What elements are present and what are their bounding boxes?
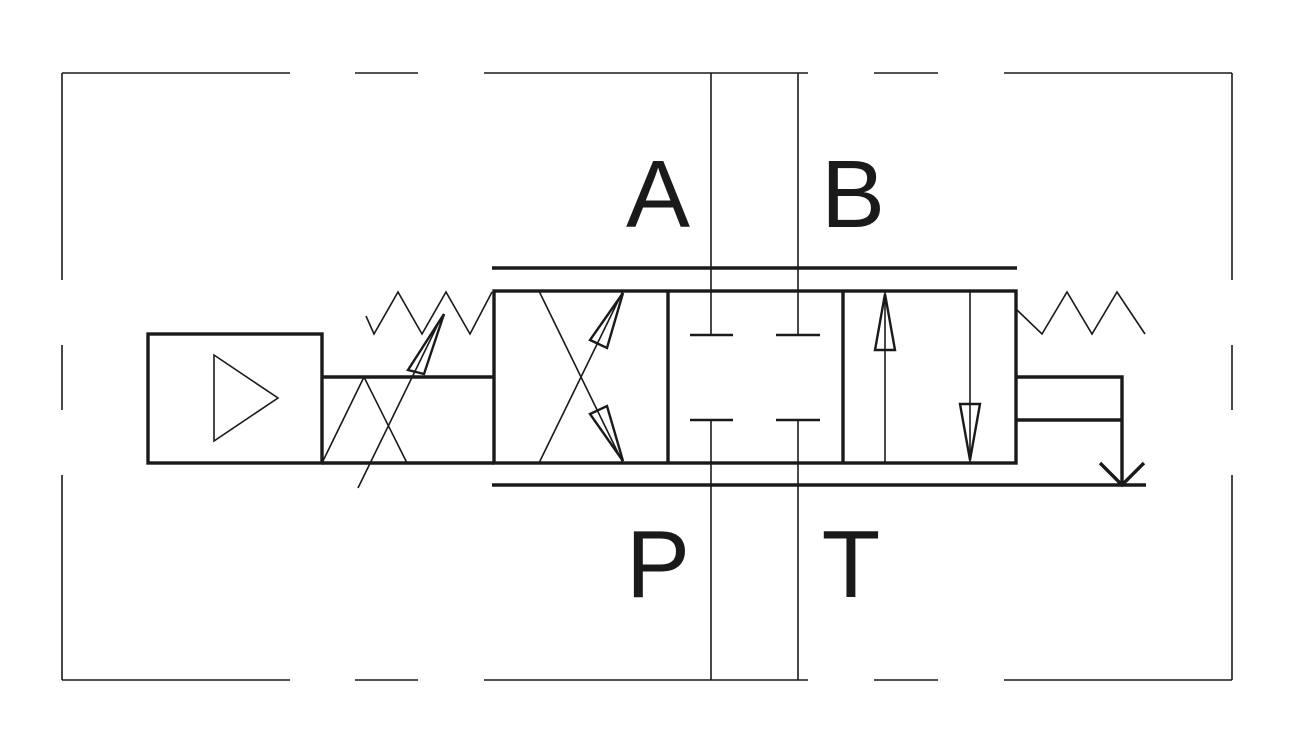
port-label-p: P [626,511,690,618]
arrow-head-down-icon [958,402,982,461]
arrow-head-down-icon [588,404,625,462]
port-lines [710,73,799,680]
amplifier-block [146,332,324,465]
variable-arrow-line [357,317,442,489]
play-triangle-icon [213,353,280,443]
proportional-solenoid [321,313,494,489]
envelope-parallel-flow [873,291,982,463]
drain-arrow-icon [1098,461,1146,488]
enclosure-boundary [61,72,1233,681]
arrow-head-up-icon [873,293,897,352]
port-label-t: T [822,511,881,618]
envelope-blocked-center [690,333,820,422]
right-spring-icon [1016,290,1146,336]
left-spring-icon [365,290,493,336]
arrow-head-up-icon [588,292,625,350]
drain-connection [1017,375,1146,488]
port-label-b: B [821,141,885,248]
variable-arrow-head-icon [406,313,446,376]
valve-body [492,289,1018,465]
port-label-a: A [626,141,690,248]
envelope-crossed-flow [538,290,625,464]
